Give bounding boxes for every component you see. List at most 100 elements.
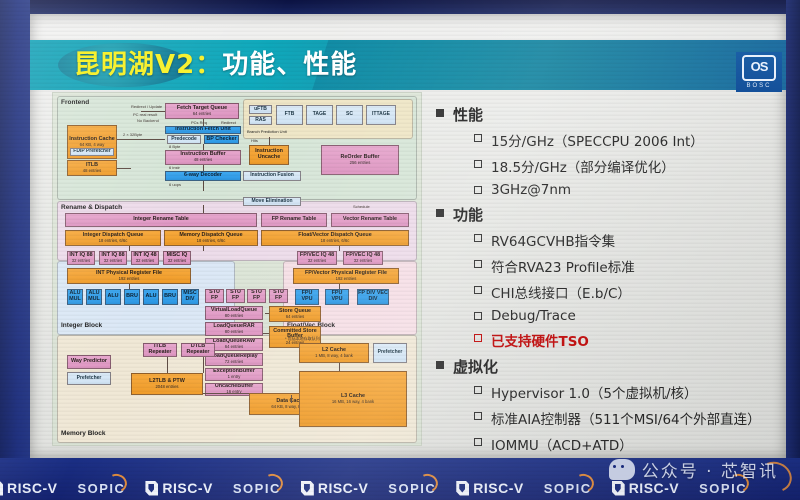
diagram-block-title: Way Predictor: [70, 358, 108, 365]
diagram-connector: [263, 333, 269, 334]
page-title-primary: 昆明湖V2：: [74, 50, 223, 80]
diagram-block-title: Move Elimination: [251, 197, 293, 204]
riscv-mark-icon: [0, 480, 3, 496]
bullet-heading: 性能: [436, 104, 776, 125]
diagram-edge-label: Schedule: [353, 204, 370, 209]
diagram-block: Move Elimination: [243, 197, 301, 206]
diagram-block-title: VirtualLoadQueue: [210, 306, 258, 313]
diagram-block-title: Predecode: [171, 135, 197, 142]
bullet-checkbox-icon: [474, 234, 482, 242]
diagram-block: Prefetcher: [67, 372, 111, 385]
diagram-block: Predecode: [167, 135, 201, 144]
diagram-block-subtitle: 18 entries, 6/6c: [320, 237, 350, 243]
diagram-block-subtitle: 64 KB, 8 way, 8 bank: [271, 403, 311, 409]
diagram-block-title: BP Checker: [206, 135, 237, 142]
diagram-connector: [339, 284, 340, 289]
diagram-block-title: TAGE: [312, 111, 327, 118]
sopic-logo-text: SOPIC: [388, 480, 437, 496]
diagram-block: Instruction Uncache: [249, 145, 289, 165]
diagram-connector: [141, 111, 165, 112]
bullet-item: CHI总线接口（E.b/C）: [474, 282, 776, 302]
diagram-block-subtitle: 32 entries: [135, 257, 155, 263]
riscv-logo-text: RISC-V: [317, 480, 369, 496]
diagram-block-subtitle: 64 entries: [192, 110, 212, 116]
sopic-logo: SOPIC: [699, 470, 752, 496]
diagram-block: ALU: [143, 289, 159, 305]
diagram-block-title: RAS: [255, 116, 266, 123]
sopic-logo: SOPIC: [233, 470, 286, 496]
projection-edge-right: [786, 0, 800, 500]
diagram-block-subtitle: 48 entries: [82, 167, 102, 173]
diagram-block-title: SC: [346, 111, 353, 118]
diagram-block-subtitle: 256 entries: [349, 159, 371, 165]
diagram-block: BRU: [162, 289, 178, 305]
diagram-block-title: Instruction Buffer: [180, 151, 226, 158]
diagram-connector: [265, 313, 269, 314]
diagram-block-title: Prefetcher: [377, 349, 403, 356]
diagram-edge-label: Hits: [251, 138, 258, 143]
diagram-block: Instruction Fetch Unit: [165, 126, 241, 134]
sopic-logo: SOPIC: [77, 470, 130, 496]
bullet-checkbox-icon: [474, 412, 482, 420]
diagram-block-title: INT Physical Register File: [96, 269, 162, 276]
diagram-block-title: uFTB: [254, 105, 267, 112]
diagram-section-label: Float/Vec Block: [287, 322, 336, 329]
diagram-block-subtitle: 32 entries: [307, 257, 327, 263]
bullet-heading: 虚拟化: [436, 356, 776, 377]
diagram-block-title: Float/Vector Dispatch Queue: [298, 231, 372, 238]
diagram-connector: [339, 363, 340, 371]
bullet-checkbox-icon: [474, 334, 482, 342]
bosc-logo-mark: OS: [742, 55, 776, 81]
diagram-block-title: STU FP: [251, 289, 262, 301]
bullet-checkbox-icon: [474, 186, 482, 194]
diagram-connector: [203, 393, 249, 394]
projection-edge-left: [0, 0, 30, 500]
title-ellipse-accent: [58, 43, 190, 87]
diagram-block-subtitle: 80 entries: [224, 312, 244, 318]
diagram-block: ALU: [105, 289, 121, 305]
diagram-block-title: BRU: [164, 293, 176, 300]
bullet-checkbox-icon: [474, 260, 482, 268]
diagram-block-title: Instruction Cache: [69, 135, 115, 142]
diagram-edge-label: 8 Byte: [169, 144, 181, 149]
diagram-connector: [203, 205, 204, 213]
riscv-logo-text: RISC-V: [162, 480, 213, 496]
diagram-connector: [203, 165, 204, 171]
sopic-logo: SOPIC: [388, 470, 441, 496]
bullet-label: 15分/GHz（SPECCPU 2006 Int）: [491, 134, 704, 150]
diagram-block: ALU MUL: [86, 289, 102, 305]
diagram-block-subtitle: 192 entries: [335, 275, 357, 281]
diagram-block: Integer Rename Table: [65, 213, 257, 227]
diagram-block-subtitle: 32 entries: [71, 257, 91, 263]
bullet-label: 性能: [453, 106, 484, 124]
diagram-block-subtitle: 1 entry: [227, 374, 241, 380]
diagram-block: Prefetcher: [373, 343, 407, 363]
bullet-square-icon: [436, 109, 444, 117]
diagram-block-title: ALU MUL: [88, 290, 100, 302]
diagram-connector: [291, 395, 292, 403]
diagram-block-title: LoadQueueReplay: [210, 353, 258, 360]
diagram-block-subtitle: 48 entries: [193, 157, 213, 163]
diagram-block-subtitle: 24 entries: [285, 339, 305, 345]
diagram-block-subtitle: 1 MB, 8 way, 4 bank: [315, 352, 353, 358]
diagram-block-title: ITTAGE: [372, 111, 390, 118]
bullet-square-icon: [436, 361, 444, 369]
diagram-section-label: Rename & Dispatch: [61, 204, 123, 211]
diagram-block-title: L2TLB & PTW: [149, 377, 185, 384]
diagram-block-title: ALU: [145, 293, 157, 300]
diagram-block-subtitle: 16 entry: [226, 389, 242, 395]
diagram-block-title: ExceptionBuffer: [213, 368, 255, 375]
bullet-label: 3GHz@7nm: [491, 182, 572, 198]
bullet-item: 18.5分/GHz（部分编译优化）: [474, 156, 776, 176]
